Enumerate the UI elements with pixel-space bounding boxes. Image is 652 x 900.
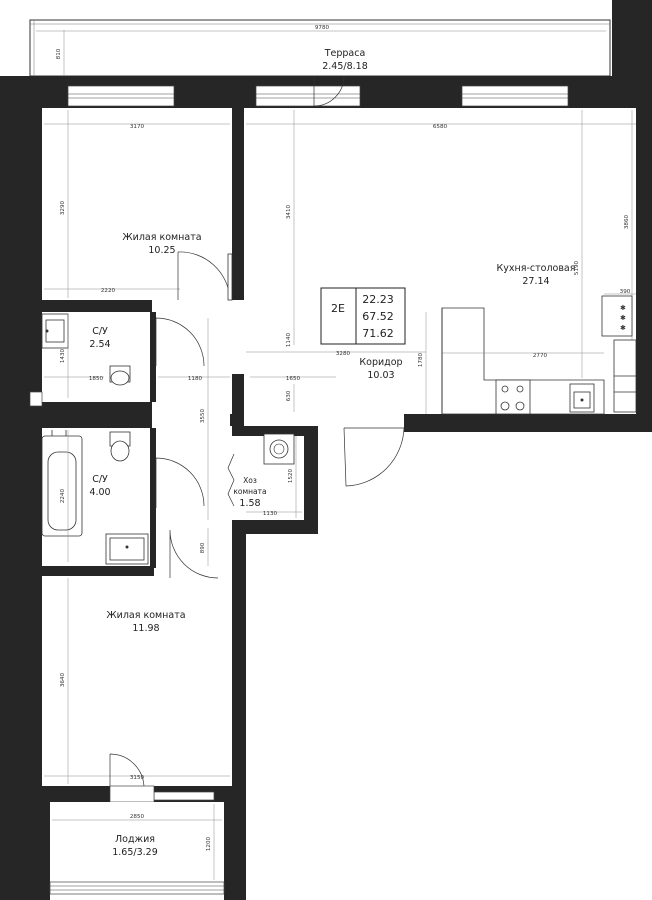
kitchen-right-dim: 5190 — [574, 260, 580, 275]
corridor-small-dim: 630 — [286, 390, 292, 401]
area-total: 67.52 — [362, 310, 394, 323]
terrace-depth-dim: 810 — [56, 48, 62, 59]
kitchen-niche-dim: 390 — [620, 289, 631, 295]
storage-area: 1.58 — [239, 498, 260, 509]
bath-top-width-dim: 1850 — [89, 376, 104, 382]
loggia-name: Лоджия — [115, 834, 155, 845]
living-top-depth-dim: 3290 — [60, 200, 66, 215]
living-top-door-leaf — [227, 253, 233, 301]
loggia-area: 1.65/3.29 — [112, 847, 158, 858]
bath-bottom-toilet — [110, 440, 130, 462]
bath-bottom-door — [155, 457, 205, 508]
loggia-window — [153, 791, 215, 801]
kitchen-counter-dim: 2770 — [533, 353, 548, 359]
storage-width-dim: 1130 — [263, 511, 278, 517]
living-top-area: 10.25 — [148, 245, 175, 256]
kitchen-name: Кухня-столовая — [497, 263, 576, 274]
windows-top — [67, 85, 569, 107]
bath-top-area: 2.54 — [89, 339, 110, 350]
storage-depth-dim: 1520 — [288, 468, 294, 483]
kitchen-counter-depth-dim: 1780 — [418, 352, 424, 367]
terrace-area: 2.45/8.18 — [322, 61, 368, 72]
loggia-width-dim: 2850 — [130, 814, 145, 820]
area-living: 22.23 — [362, 293, 394, 306]
living-top-inner-dim: 2220 — [101, 288, 116, 294]
storage-name-1: Хоз — [243, 476, 257, 485]
stove — [495, 379, 531, 415]
storage-folding-door — [227, 453, 235, 507]
boiler — [601, 295, 633, 337]
bath-top-toilet — [110, 370, 130, 386]
corridor-area: 10.03 — [367, 370, 394, 381]
loggia-depth-dim: 1200 — [206, 836, 212, 851]
bath-top-name: С/У — [92, 326, 108, 337]
svg-text:✱: ✱ — [620, 314, 626, 322]
windows-left — [29, 391, 43, 407]
bath-bottom-depth-dim: 2240 — [60, 488, 66, 503]
apartment-type: 2E — [331, 302, 345, 315]
corridor-narrow-dim: 1180 — [188, 376, 203, 382]
bath-bottom-name: С/У — [92, 474, 108, 485]
storage: 1520 1130 — [227, 433, 302, 518]
bath-top-door — [155, 317, 205, 367]
corridor-width-dim: 3280 — [336, 351, 351, 357]
kitchen-counter: ✱ ✱ ✱ — [441, 295, 637, 415]
living-bottom-width-dim: 3150 — [130, 775, 145, 781]
terrace-width-dim: 9780 — [315, 25, 330, 31]
terrace-door — [313, 75, 345, 107]
kitchen-height-dim: 3860 — [624, 214, 630, 229]
kitchen-width-dim: 6580 — [433, 124, 448, 130]
svg-text:✱: ✱ — [620, 324, 626, 332]
living-bottom-name: Жилая комната — [106, 610, 185, 621]
corridor-left-dim: 1140 — [286, 332, 292, 347]
corridor-mid-dim: 1650 — [286, 376, 301, 382]
bath-bottom-area: 4.00 — [89, 487, 110, 498]
kitchen-left-dim: 3410 — [286, 204, 292, 219]
living-top-width-dim: 3170 — [130, 124, 145, 130]
living-bottom-door — [169, 529, 219, 579]
kitchen-area: 27.14 — [522, 276, 549, 287]
living-bottom-area: 11.98 — [132, 623, 159, 634]
entrance-door — [344, 427, 405, 487]
corridor-vertical-dim: 3550 — [200, 408, 206, 423]
living-bottom-depth-dim: 3640 — [60, 672, 66, 687]
area-with-terrace: 71.62 — [362, 327, 394, 340]
living-top-name: Жилая комната — [122, 232, 201, 243]
storage-name-2: комната — [233, 487, 266, 496]
bath-top-depth-dim: 1430 — [60, 348, 66, 363]
terrace-name: Терраса — [324, 48, 366, 59]
living-top-door — [177, 251, 231, 301]
apartment-badge: 2E 22.23 67.52 71.62 — [320, 287, 406, 345]
gas-icon: ✱ — [620, 304, 626, 312]
bath-top: 1850 1430 — [41, 313, 131, 398]
terrace-outline — [29, 19, 611, 77]
loggia-door — [109, 753, 145, 789]
corridor-bottom-dim: 890 — [200, 542, 206, 553]
corridor-name: Коридор — [359, 357, 402, 368]
loggia-glazing — [49, 881, 225, 895]
bath-bottom: 2240 — [41, 430, 149, 565]
